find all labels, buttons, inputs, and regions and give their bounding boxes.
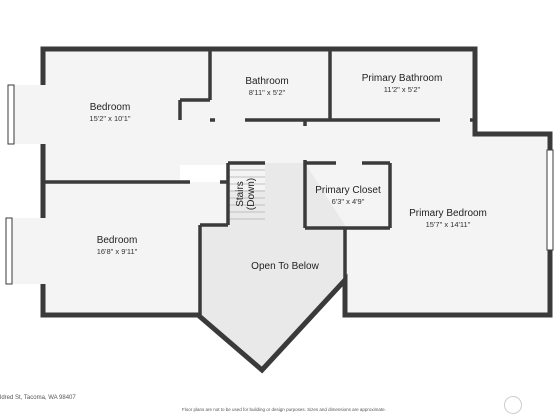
- bathroom-dims: 8'11" x 5'2": [249, 88, 286, 97]
- address-text: ldred St, Tacoma, WA 98407: [0, 395, 76, 401]
- stairs-label-name: Stairs: [235, 181, 246, 207]
- stairs-label-sub: (Down): [246, 178, 257, 210]
- bedroom-bottom-name: Bedroom: [97, 235, 138, 246]
- bathroom-name: Bathroom: [245, 76, 288, 87]
- open-to-below-label: Open To Below: [251, 261, 319, 272]
- stair-treads: [228, 169, 265, 220]
- interior-walls: [43, 49, 475, 315]
- primary-bedroom-dims: 15'7" x 14'11": [426, 220, 471, 229]
- primary-bathroom-name: Primary Bathroom: [362, 73, 443, 84]
- watermark-logo: [504, 396, 522, 414]
- windows: [5, 84, 554, 285]
- hallway-floor: [180, 120, 550, 315]
- primary-closet-name: Primary Closet: [315, 185, 381, 196]
- window-bedroom-top: [7, 84, 15, 145]
- primary-closet-dims: 6'3" x 4'9": [332, 197, 365, 206]
- primary-bedroom-name: Primary Bedroom: [409, 208, 487, 219]
- bedroom-top-floor: [12, 49, 210, 182]
- bedroom-top-dims: 15'2" x 10'1": [89, 114, 130, 123]
- disclaimer-text: Floor plans are not to be used for build…: [182, 407, 386, 412]
- bedroom-bottom-dims: 16'8" x 9'11": [97, 247, 138, 256]
- bedroom-top-name: Bedroom: [90, 102, 131, 113]
- bathroom-floor: [210, 49, 330, 120]
- window-bedroom-bottom: [5, 217, 13, 285]
- primary-bathroom-floor: [330, 49, 475, 120]
- window-primary-bedroom: [546, 149, 554, 251]
- stairs-label: Stairs (Down): [235, 178, 257, 210]
- bedroom-bottom-floor: [10, 182, 228, 315]
- primary-bathroom-dims: 11'2" x 5'2": [384, 85, 421, 94]
